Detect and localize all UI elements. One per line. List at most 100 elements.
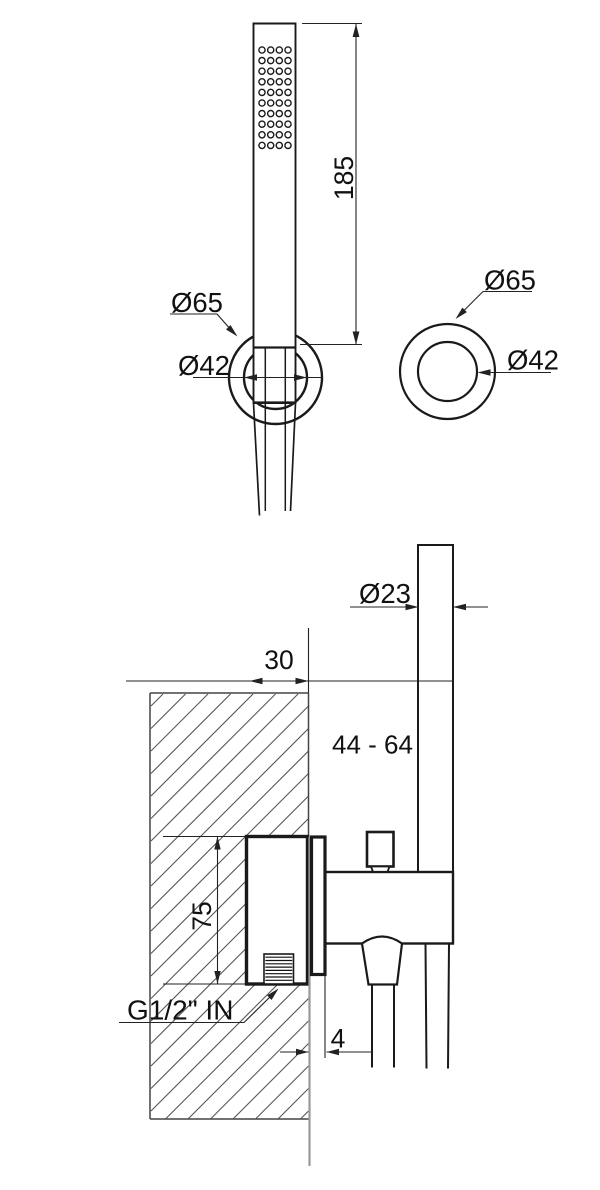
hatch-line (300, 1110, 309, 1119)
adjust-range-label: 44 - 64 (332, 730, 413, 760)
leader-arrowhead (455, 307, 467, 319)
handle-below-right-line (447, 943, 450, 1069)
spray-nozzle-grid (258, 46, 292, 150)
length-dimension: 185 (300, 22, 362, 346)
arrowhead-down (214, 971, 221, 984)
inlet-label: G1/2" IN (127, 995, 233, 1026)
body-height-label: 75 (187, 901, 217, 930)
nozzle-dot (258, 56, 266, 65)
inlet-callout: G1/2" IN (119, 988, 279, 1026)
handle-taper-right-line (289, 402, 297, 512)
arrowhead-right (295, 677, 309, 685)
recess-depth-dimension: 30 (126, 628, 453, 693)
nozzle-dot (258, 99, 266, 107)
leader-arrowhead (477, 369, 491, 376)
nozzle-dot (258, 109, 266, 118)
nozzle-dot (275, 67, 284, 75)
arrowhead-left (244, 374, 257, 381)
nozzle-dot (275, 78, 284, 86)
nozzle-dot (266, 99, 275, 107)
hatch-line (165, 975, 309, 1119)
nozzle-dot (258, 46, 266, 54)
nozzle-dot (266, 109, 275, 118)
nozzle-dot (275, 120, 284, 128)
hose-nut-connector (360, 935, 404, 986)
nozzle-dot (284, 120, 292, 128)
nozzle-dot (284, 109, 292, 118)
hatch-line (150, 728, 309, 887)
hatch-line (150, 750, 309, 909)
installation-section-view: Ø23 30 44 - 64 (119, 544, 488, 1166)
nozzle-dot (258, 120, 266, 128)
arrowhead-right (405, 603, 419, 611)
escutcheon-plate (309, 835, 327, 977)
hatch-line (150, 705, 309, 864)
nozzle-dot (284, 46, 292, 54)
nozzle-dot (275, 56, 284, 65)
arrowhead-right (296, 1048, 309, 1056)
nozzle-dot (284, 78, 292, 86)
hatch-line (150, 693, 231, 774)
plate-offset-dimension: 4 (280, 975, 372, 1058)
nozzle-dot (284, 88, 292, 97)
leader-arrowhead (267, 988, 279, 1000)
hatch-line (150, 773, 309, 932)
front-view: Ø65 Ø42 (398, 265, 559, 421)
arrowhead-left (453, 603, 466, 611)
arrowhead-left (326, 1048, 339, 1056)
arrowhead-right (294, 374, 307, 381)
nozzle-dot (266, 88, 275, 97)
hatch-line (150, 693, 209, 752)
thread-hatch (265, 956, 293, 981)
top-knob (365, 830, 395, 868)
elevation-view: 185 Ø65 Ø42 (170, 22, 362, 516)
nozzle-dot (284, 67, 292, 75)
hatch-line (150, 795, 309, 954)
hatch-line (210, 1020, 309, 1119)
nozzle-dot (266, 120, 275, 128)
hatch-line (150, 693, 276, 819)
handset-tube-outline (417, 544, 454, 873)
handle-taper-left-line (252, 402, 261, 516)
ring-inner-diameter-callout: Ø42 (477, 345, 559, 376)
nozzle-dot (258, 78, 266, 86)
nozzle-dot (266, 46, 275, 54)
ring-outer-diameter-callout: Ø65 (455, 265, 536, 319)
ring-inner-circle (416, 340, 479, 403)
tube-diameter-label: Ø23 (359, 578, 411, 609)
body-height-dimension: 75 (163, 835, 246, 985)
bracket-outer-diameter-label: Ø65 (171, 287, 223, 318)
nozzle-dot (266, 130, 275, 139)
arrowhead-up (352, 24, 360, 37)
nozzle-dot (266, 67, 275, 75)
bracket-inner-diameter-dimension: Ø42 (178, 350, 323, 381)
nozzle-dot (258, 67, 266, 75)
hatch-line (150, 693, 254, 797)
hatch-line (278, 1088, 309, 1119)
hatch-line (150, 693, 299, 842)
nozzle-dot (266, 78, 275, 86)
nozzle-dot (275, 130, 284, 139)
nozzle-dot (284, 56, 292, 65)
nozzle-dot (275, 99, 284, 107)
arrowhead-down (352, 331, 360, 345)
outlet-holder-body (323, 870, 455, 945)
ring-outer-diameter-label: Ø65 (484, 265, 536, 296)
recess-depth-label: 30 (264, 645, 293, 675)
hatch-line (188, 998, 309, 1119)
nozzle-dot (275, 46, 284, 54)
nozzle-dot (258, 88, 266, 97)
plate-offset-label: 4 (331, 1024, 346, 1054)
arrowhead-left (249, 677, 263, 685)
nozzle-dot (275, 88, 284, 97)
nozzle-dot (266, 56, 275, 65)
nozzle-dot (275, 141, 284, 150)
nozzle-dot (275, 109, 284, 118)
hatch-line (255, 1065, 309, 1119)
top-knob-neck (369, 865, 391, 873)
bracket-inner-diameter-label: Ø42 (178, 350, 230, 381)
nozzle-dot (284, 99, 292, 107)
bracket-outer-diameter-callout: Ø65 (170, 287, 238, 337)
